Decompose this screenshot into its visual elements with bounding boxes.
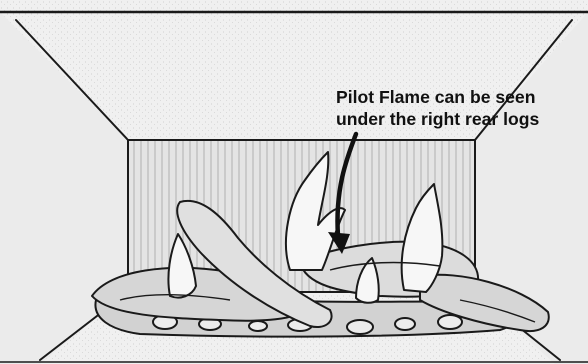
ember-stone (438, 315, 462, 329)
ember-stone (249, 321, 267, 331)
ember-stone (395, 318, 415, 330)
callout-line-2: under the right rear logs (336, 108, 588, 130)
callout-line-1: Pilot Flame can be seen (336, 86, 588, 108)
pilot-flame-callout: Pilot Flame can be seen under the right … (336, 86, 588, 130)
ember-stone (347, 320, 373, 334)
